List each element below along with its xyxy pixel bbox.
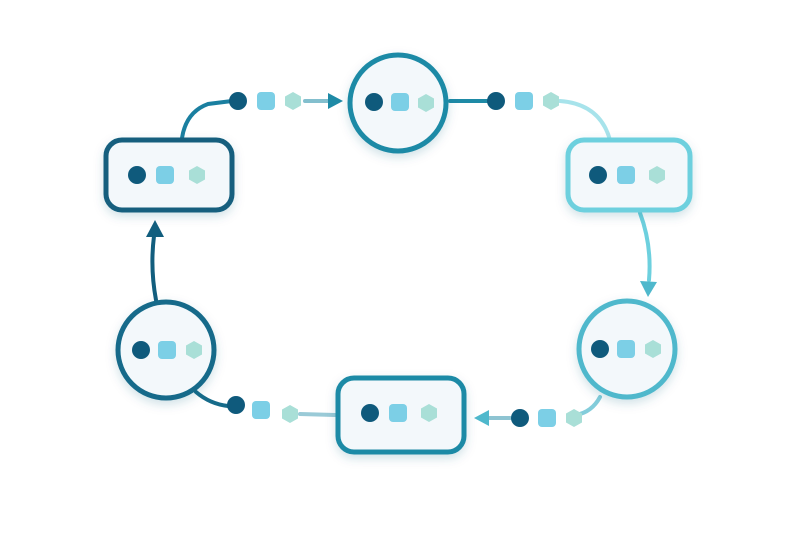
- hexagon-icon: [418, 94, 434, 112]
- node-top-right-icons: [589, 166, 665, 184]
- connector-right-to-bottom: [474, 395, 602, 427]
- dot-icon: [361, 404, 379, 422]
- node-bottom-right-icons: [591, 340, 661, 358]
- square-icon: [389, 404, 407, 422]
- hexagon-icon: [421, 404, 437, 422]
- connector-top-to-right: [448, 92, 612, 142]
- square-icon: [617, 166, 635, 184]
- connector-left-to-top: [180, 92, 343, 140]
- hexagon-icon: [282, 405, 298, 423]
- hexagon-icon: [543, 92, 559, 110]
- square-icon: [538, 409, 556, 427]
- hexagon-icon: [285, 92, 301, 110]
- hexagon-icon: [186, 341, 202, 359]
- node-top-left-icons: [128, 166, 205, 184]
- arrow-head-icon: [146, 220, 164, 237]
- square-icon: [158, 341, 176, 359]
- connector-right-down: [638, 211, 657, 297]
- dot-icon: [229, 92, 247, 110]
- hexagon-icon: [566, 409, 582, 427]
- arrow-head-icon: [328, 93, 343, 109]
- dot-icon: [591, 340, 609, 358]
- node-bottom-icons: [361, 404, 437, 422]
- square-icon: [252, 401, 270, 419]
- node-top-icons: [365, 93, 434, 112]
- hexagon-icon: [649, 166, 665, 184]
- square-icon: [617, 340, 635, 358]
- dot-icon: [511, 409, 529, 427]
- hexagon-icon: [645, 340, 661, 358]
- connector-left-up: [146, 220, 164, 302]
- square-icon: [515, 92, 533, 110]
- square-icon: [156, 166, 174, 184]
- dot-icon: [365, 93, 383, 111]
- square-icon: [257, 92, 275, 110]
- hexagon-icon: [189, 166, 205, 184]
- dot-icon: [589, 166, 607, 184]
- connector-bottom-to-left: [194, 390, 337, 423]
- dot-icon: [128, 166, 146, 184]
- dot-icon: [487, 92, 505, 110]
- arrow-head-icon: [474, 410, 489, 426]
- dot-icon: [227, 396, 245, 414]
- arrow-head-icon: [640, 281, 657, 297]
- square-icon: [391, 93, 409, 111]
- node-bottom-left-icons: [132, 341, 202, 359]
- dot-icon: [132, 341, 150, 359]
